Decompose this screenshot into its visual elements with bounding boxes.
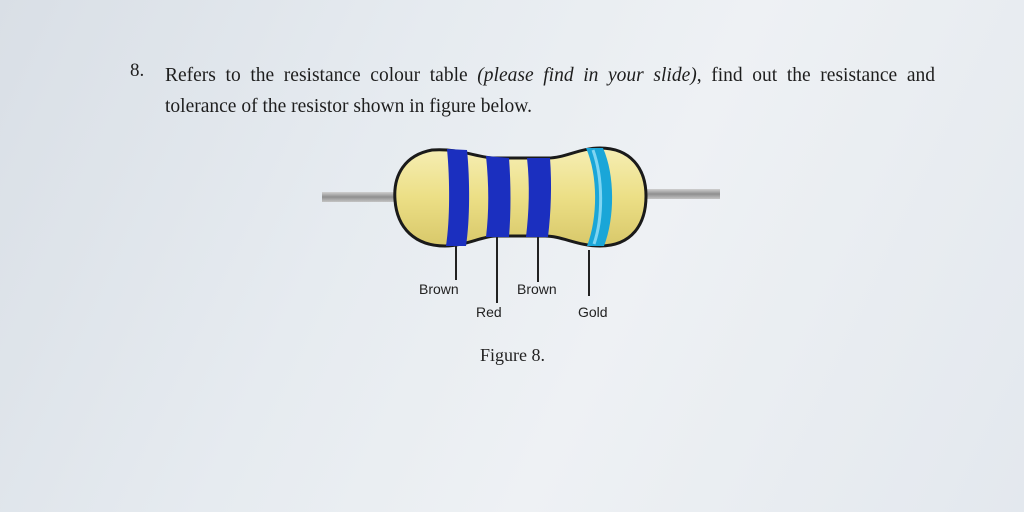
label-band3: Brown xyxy=(517,281,557,297)
label-band1: Brown xyxy=(419,281,459,297)
label-band2: Red xyxy=(476,304,502,320)
band-4-highlight xyxy=(591,149,603,245)
figure-caption: Figure 8. xyxy=(480,345,545,365)
band-4-gold xyxy=(586,148,613,246)
band-3-brown xyxy=(526,158,552,237)
label-band4: Gold xyxy=(578,304,608,320)
question-text: Refers to the resistance colour table (p… xyxy=(165,60,935,122)
resistor-lead-right xyxy=(642,189,720,199)
question-text-part2: , find out the resistance and tolerance … xyxy=(165,65,935,117)
band-2-red xyxy=(486,156,511,237)
question-number: 8. xyxy=(130,60,145,81)
question-text-italic: (please find in your slide) xyxy=(477,65,697,86)
resistor-lead-left xyxy=(322,192,404,202)
band-1-brown xyxy=(446,149,470,246)
question-text-part1: Refers to the resistance colour table xyxy=(165,65,478,86)
